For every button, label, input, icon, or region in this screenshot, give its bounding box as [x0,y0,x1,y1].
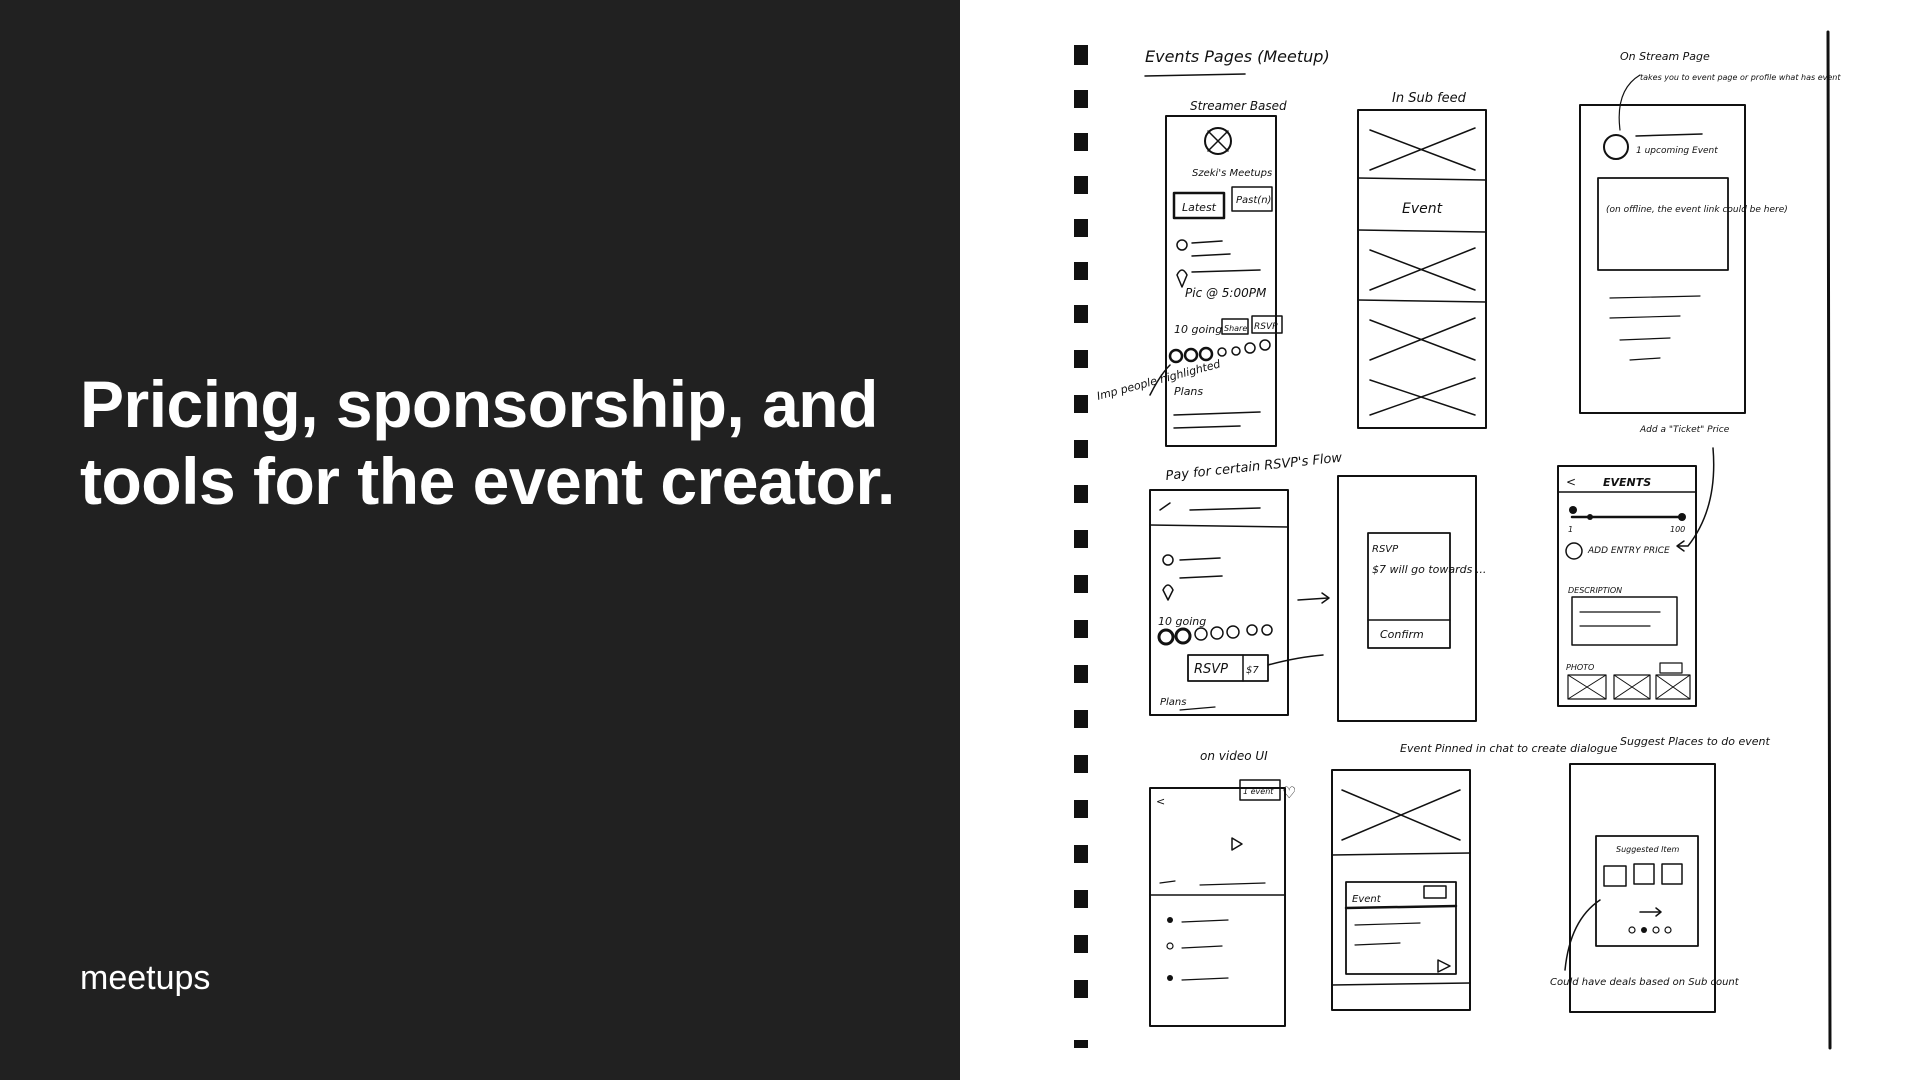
page-edge-line [1826,30,1832,1050]
annotation-add-ticket-price: Add a "Ticket" Price [1639,425,1730,435]
svg-text:100: 100 [1670,525,1685,534]
svg-text:RSVP: RSVP [1254,322,1278,332]
panel-6-frame [1557,465,1697,707]
svg-text:Past(n): Past(n) [1236,195,1271,206]
svg-text:RSVP: RSVP [1194,662,1228,677]
panel-7-frame [1149,787,1286,1027]
svg-text:10 going: 10 going [1174,323,1222,336]
annotation-takes-you: takes you to event page or profile what … [1640,73,1841,82]
wireframe-sketch-image: Events Pages (Meetup) Streamer Based Sze… [1074,30,1841,1050]
panel-5-frame [1337,475,1477,722]
panel-7-label: on video UI [1200,749,1268,763]
panel-2-label: In Sub feed [1392,91,1467,106]
panel-9-frame [1569,763,1716,1013]
svg-text:Pic @ 5:00PM: Pic @ 5:00PM [1185,286,1267,300]
svg-text:Suggested Item: Suggested Item [1616,845,1679,854]
annotation-could-have-deals: Could have deals based on Sub count [1550,977,1740,988]
panel-3-frame [1579,104,1746,414]
svg-text:<: < [1566,475,1576,489]
svg-text:10 going: 10 going [1158,615,1206,628]
svg-text:Plans: Plans [1160,697,1186,708]
sketch-page-title: Events Pages (Meetup) [1145,47,1330,66]
right-panel: Events Pages (Meetup) Streamer Based Sze… [960,0,1920,1080]
left-panel: Pricing, sponsorship, and tools for the … [0,0,960,1080]
panel-1-frame [1165,115,1277,447]
svg-text:Plans: Plans [1174,385,1203,398]
panel-1-label: Streamer Based [1190,99,1287,113]
svg-text:Share: Share [1224,324,1247,333]
svg-text:Latest: Latest [1182,201,1217,214]
svg-text:RSVP: RSVP [1372,544,1399,555]
panel-8-frame [1331,769,1471,1011]
binder-holes [1074,45,1088,1048]
slide-footer-label: meetups [80,959,211,997]
panel-4-frame [1149,489,1289,716]
panel-2-frame [1357,109,1487,429]
svg-text:1: 1 [1568,525,1573,534]
svg-text:(on offline, the event link co: (on offline, the event link could be her… [1606,205,1788,215]
heart-icon: ♡ [1282,783,1296,802]
slide-headline: Pricing, sponsorship, and tools for the … [80,367,895,518]
panel-1-text-title: Szeki's Meetups [1192,168,1272,179]
svg-text:1 upcoming Event: 1 upcoming Event [1636,146,1718,156]
svg-text:1 event: 1 event [1243,787,1274,796]
svg-text:$7 will go towards ...: $7 will go towards ... [1372,563,1486,576]
panel-4-label: Pay for certain RSVP's Flow [1165,450,1343,483]
panel-8-label: Event Pinned in chat to create dialogue [1400,742,1618,755]
svg-text:Confirm: Confirm [1380,628,1424,641]
svg-text:PHOTO: PHOTO [1566,663,1594,672]
svg-text:ADD ENTRY PRICE: ADD ENTRY PRICE [1587,546,1670,556]
panel-3-label: On Stream Page [1620,50,1710,63]
svg-text:EVENTS: EVENTS [1603,476,1651,489]
panel-9-label: Suggest Places to do event [1620,735,1770,748]
panel-2-event-text: Event [1402,201,1443,217]
svg-text:$7: $7 [1246,665,1259,676]
svg-text:DESCRIPTION: DESCRIPTION [1568,586,1622,595]
svg-text:Event: Event [1352,894,1382,905]
svg-text:<: < [1156,795,1165,808]
